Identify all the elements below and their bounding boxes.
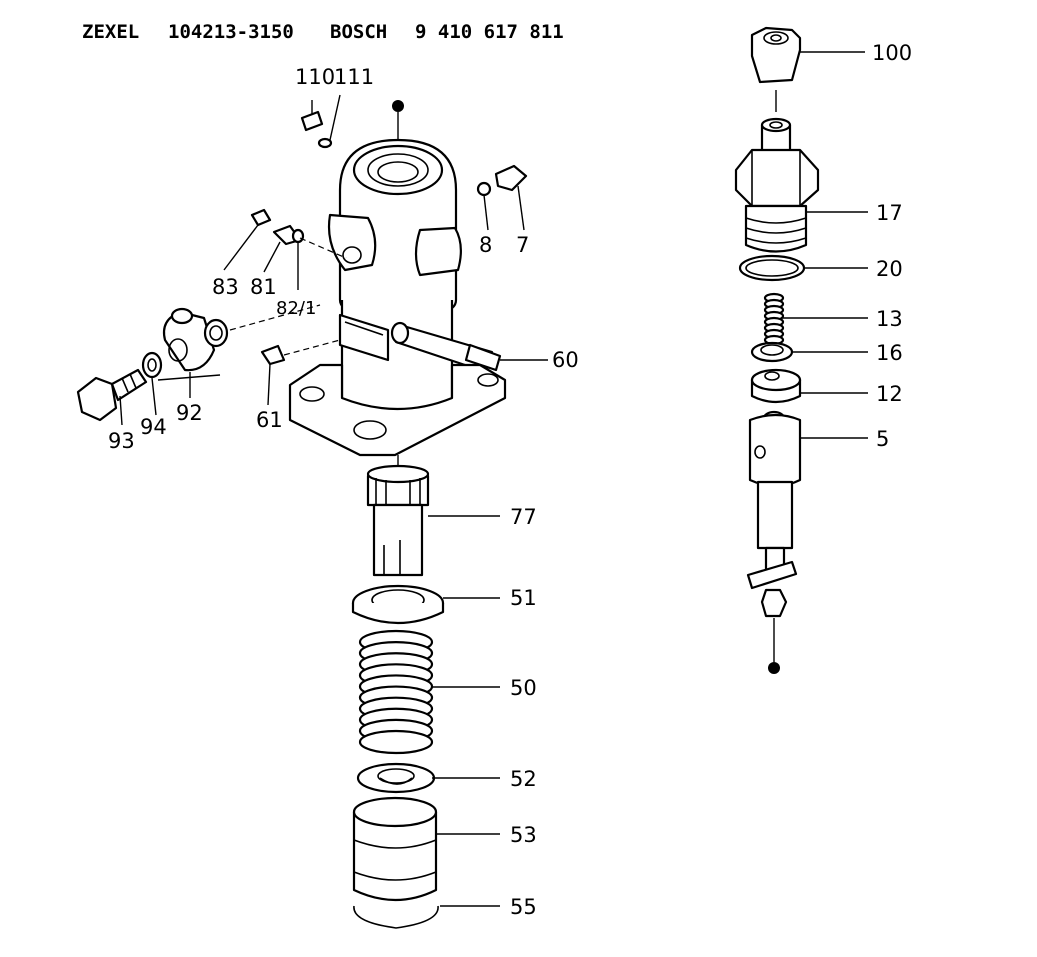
part-61-screw — [260, 339, 341, 406]
callout-83: 83 — [212, 275, 239, 299]
part-53-tappet — [352, 796, 500, 902]
part-8-washer — [476, 181, 492, 231]
callout-12: 12 — [876, 382, 903, 406]
part-100-cap-nut — [750, 26, 865, 84]
callout-111: 111 — [334, 65, 374, 89]
part-7-screw — [494, 164, 528, 231]
callout-52: 52 — [510, 767, 537, 791]
header-zexel-number: 104213-3150 — [168, 21, 294, 43]
callout-7: 7 — [516, 233, 529, 257]
callout-55: 55 — [510, 895, 537, 919]
callout-100: 100 — [872, 41, 912, 65]
callout-110: 110 — [295, 65, 335, 89]
part-55-snap-ring — [353, 905, 500, 929]
callout-61: 61 — [256, 408, 283, 432]
callout-53: 53 — [510, 823, 537, 847]
callout-94: 94 — [140, 415, 167, 439]
callout-5: 5 — [876, 427, 889, 451]
leader-92-94 — [157, 374, 221, 381]
part-51-spring-seat — [351, 584, 500, 625]
part-17-delivery-valve-holder — [734, 117, 868, 253]
header-bosch-number: 9 410 617 811 — [415, 21, 564, 43]
callout-81: 81 — [250, 275, 277, 299]
reference-dot-top — [392, 100, 404, 112]
callout-50: 50 — [510, 676, 537, 700]
part-13-valve-spring — [763, 292, 785, 346]
callout-93: 93 — [108, 429, 135, 453]
pump-housing — [288, 138, 507, 457]
part-16-delivery-valve — [750, 341, 868, 363]
header-brand: BOSCH — [330, 21, 387, 43]
part-110-screw — [300, 100, 324, 132]
callout-17: 17 — [876, 201, 903, 225]
callout-16: 16 — [876, 341, 903, 365]
diagram-header: ZEXEL 104213-3150 BOSCH 9 410 617 811 — [82, 21, 564, 43]
header-maker: ZEXEL — [82, 21, 139, 43]
spring-coil — [358, 729, 434, 755]
callout-labels: 110 111 7 8 83 81 82/1 93 94 92 61 60 77… — [108, 41, 912, 919]
part-93-banjo-bolt — [76, 368, 148, 426]
callout-13: 13 — [876, 307, 903, 331]
callout-77: 77 — [510, 505, 537, 529]
part-20-gasket — [738, 254, 868, 282]
part-52-lower-spring-seat — [356, 762, 500, 794]
callout-92: 92 — [176, 401, 203, 425]
callout-20: 20 — [876, 257, 903, 281]
part-12-valve-seat — [750, 368, 868, 404]
reference-dot-bottom — [768, 662, 780, 674]
part-60-lever — [464, 343, 548, 372]
part-83-bolt — [223, 208, 272, 271]
callout-8: 8 — [479, 233, 492, 257]
part-94-washer — [141, 351, 163, 416]
callout-82-1: 82/1 — [276, 298, 316, 319]
part-50-plunger-spring — [358, 629, 434, 755]
part-82-1-nut — [291, 228, 347, 290]
part-5-plunger-barrel — [746, 410, 868, 618]
part-92-banjo-fitting — [162, 304, 321, 398]
callout-60: 60 — [552, 348, 579, 372]
part-77-control-sleeve — [366, 464, 500, 577]
callout-51: 51 — [510, 586, 537, 610]
part-111-washer — [317, 94, 341, 149]
